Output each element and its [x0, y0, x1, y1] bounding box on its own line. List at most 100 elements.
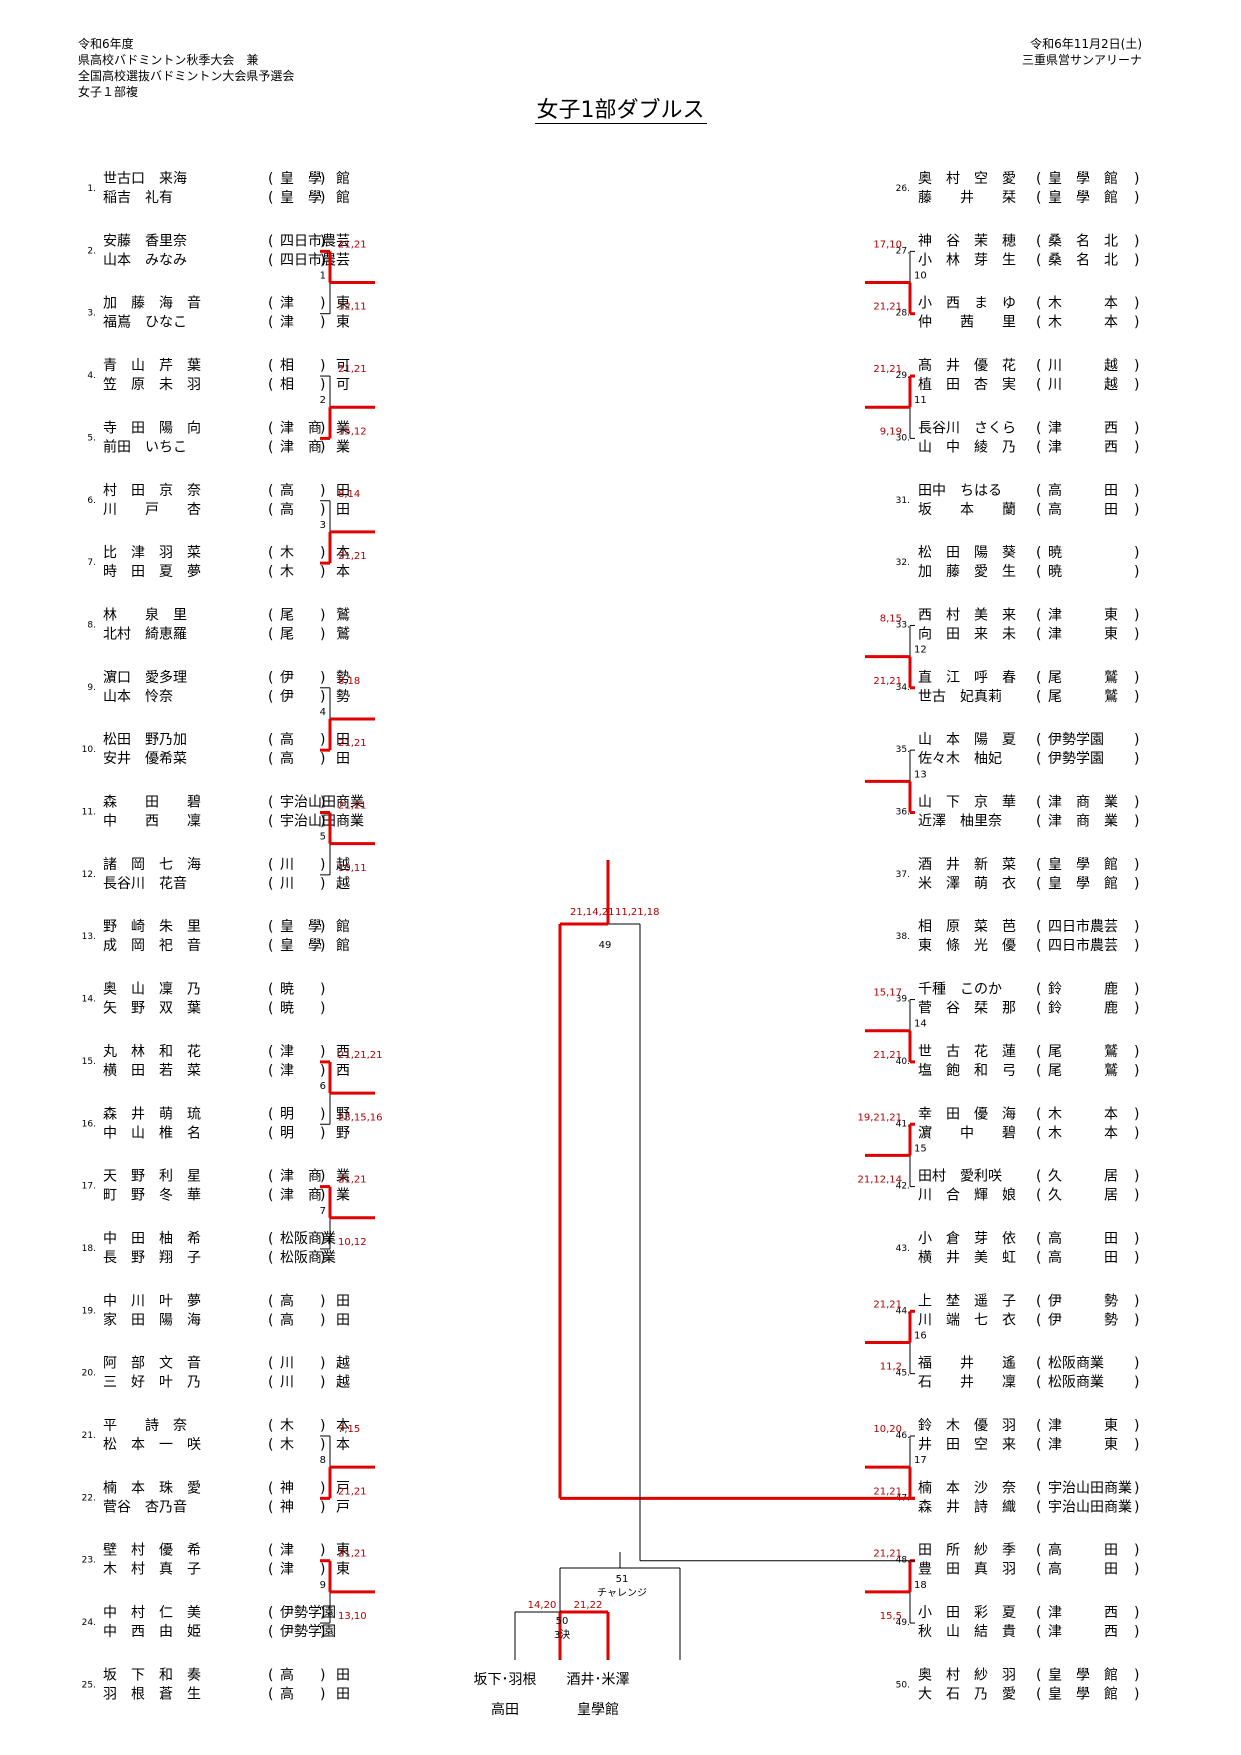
paren: ( — [1036, 938, 1041, 954]
player-name: 秋 山 結 貴 — [918, 1624, 1016, 1640]
school-name: 尾 鷲 — [280, 626, 350, 642]
paren: ( — [1036, 1562, 1041, 1578]
team-number: 45. — [896, 1369, 910, 1379]
paren: ( — [268, 607, 273, 623]
school-name: 皇 學 館 — [280, 937, 350, 954]
school-name: 津 西 — [280, 1044, 350, 1060]
paren: ( — [1036, 190, 1041, 206]
paren: ( — [1036, 1001, 1041, 1017]
team-number: 4. — [87, 371, 96, 381]
player-name: 森 田 碧 — [103, 795, 201, 811]
school-name: 高 田 — [1048, 1230, 1118, 1247]
team-number: 3. — [87, 309, 96, 319]
player-name: 寺 田 陽 向 — [103, 420, 201, 436]
score: 7,15 — [338, 1424, 360, 1435]
finalist-school: 高田 — [491, 1701, 519, 1718]
school-name: 津 商 業 — [280, 1188, 350, 1204]
school-name: 津 西 — [1048, 1624, 1118, 1640]
player-name: 豊 田 真 羽 — [918, 1562, 1016, 1578]
paren: ) — [1134, 938, 1139, 954]
score: 21,21 — [873, 1050, 902, 1061]
team-number: 49. — [896, 1618, 910, 1628]
school-name: 神 戸 — [280, 1499, 350, 1515]
paren: ) — [320, 670, 325, 686]
score: 21,22 — [574, 1600, 603, 1611]
score: 21,21 — [873, 1549, 902, 1560]
team-number: 37. — [896, 870, 910, 880]
school-name: 川 越 — [1048, 377, 1118, 393]
score: 21,21 — [338, 364, 367, 375]
team-number: 24. — [82, 1618, 96, 1628]
date: 令和6年11月2日(土) — [1030, 37, 1142, 51]
paren: ) — [1134, 689, 1139, 705]
paren: ( — [268, 689, 273, 705]
score: 21,21 — [338, 551, 367, 562]
paren: ( — [268, 938, 273, 954]
player-name: 中 田 柚 希 — [103, 1231, 201, 1247]
player-name: 松田 野乃加 — [103, 732, 187, 748]
score: 21,14,21 — [570, 907, 615, 918]
paren: ) — [320, 233, 325, 249]
score: 10,11 — [338, 863, 367, 874]
player-name: 稲吉 礼有 — [103, 190, 173, 206]
player-name: 田村 愛利咲 — [918, 1169, 1002, 1185]
paren: ) — [1134, 439, 1139, 455]
school-name: 桑 名 北 — [1048, 233, 1118, 249]
player-name: 藤 井 栞 — [918, 190, 1016, 206]
paren: ) — [1134, 1356, 1139, 1372]
paren: ( — [1036, 296, 1041, 312]
school-name: 松阪商業 — [1048, 1356, 1104, 1372]
player-name: 山 本 陽 夏 — [918, 732, 1016, 748]
paren: ( — [268, 439, 273, 455]
player-name: 森 井 萌 琉 — [103, 1106, 201, 1122]
player-name: 横 田 若 菜 — [103, 1063, 201, 1079]
player-name: 中 西 凜 — [103, 814, 201, 830]
paren: ) — [1134, 190, 1139, 206]
team-number: 26. — [896, 184, 910, 194]
school-name: 松阪商業 — [280, 1231, 336, 1247]
school-name: 伊 勢 — [280, 670, 350, 686]
paren: ( — [268, 1044, 273, 1060]
player-name: 壁 村 優 希 — [103, 1543, 201, 1559]
player-name: 加 藤 愛 生 — [918, 564, 1016, 580]
finalist-school: 皇學館 — [577, 1701, 619, 1718]
paren: ( — [1036, 233, 1041, 249]
school-name: 暁 — [280, 1001, 294, 1017]
paren: ( — [268, 876, 273, 892]
player-name: 比 津 羽 菜 — [103, 545, 201, 561]
school-name: 津 西 — [1048, 420, 1118, 436]
school-name: 鈴 鹿 — [1048, 1000, 1118, 1017]
paren: ( — [1036, 1293, 1041, 1309]
score: 19,21,21 — [857, 1112, 902, 1123]
paren: ) — [1134, 732, 1139, 748]
paren: ) — [320, 483, 325, 499]
player-name: 菅谷 杏乃音 — [103, 1498, 187, 1515]
paren: ( — [268, 1480, 273, 1496]
school-name: 明 野 — [280, 1106, 350, 1122]
match-number: 2 — [320, 395, 326, 406]
paren: ) — [1134, 377, 1139, 393]
player-name: 町 野 冬 華 — [103, 1188, 201, 1204]
paren: ( — [1036, 1499, 1041, 1515]
paren: ( — [1036, 982, 1041, 998]
school-name: 川 越 — [280, 857, 350, 873]
team-number: 13. — [82, 932, 96, 942]
paren: ) — [1134, 171, 1139, 187]
third-place-label: 3決 — [554, 1629, 570, 1641]
paren: ( — [1036, 795, 1041, 811]
header-line: 女子１部複 — [78, 85, 139, 99]
paren: ( — [1036, 1605, 1041, 1621]
paren: ) — [1134, 982, 1139, 998]
school-name: 皇 學 館 — [1048, 1685, 1118, 1702]
school-name: 津 東 — [1048, 626, 1118, 642]
paren: ) — [1134, 296, 1139, 312]
player-name: 奥 山 凜 乃 — [103, 981, 201, 998]
school-name: 高 田 — [280, 1311, 350, 1328]
team-number: 5. — [87, 433, 96, 443]
player-name: 羽 根 蒼 生 — [103, 1686, 201, 1702]
date-venue: 令和6年11月2日(土) 三重県営サンアリーナ — [1022, 36, 1142, 68]
player-name: 神 谷 茉 穂 — [918, 232, 1016, 249]
paren: ( — [268, 171, 273, 187]
header-line: 県高校バドミントン秋季大会 兼 — [78, 53, 259, 67]
paren: ( — [268, 857, 273, 873]
